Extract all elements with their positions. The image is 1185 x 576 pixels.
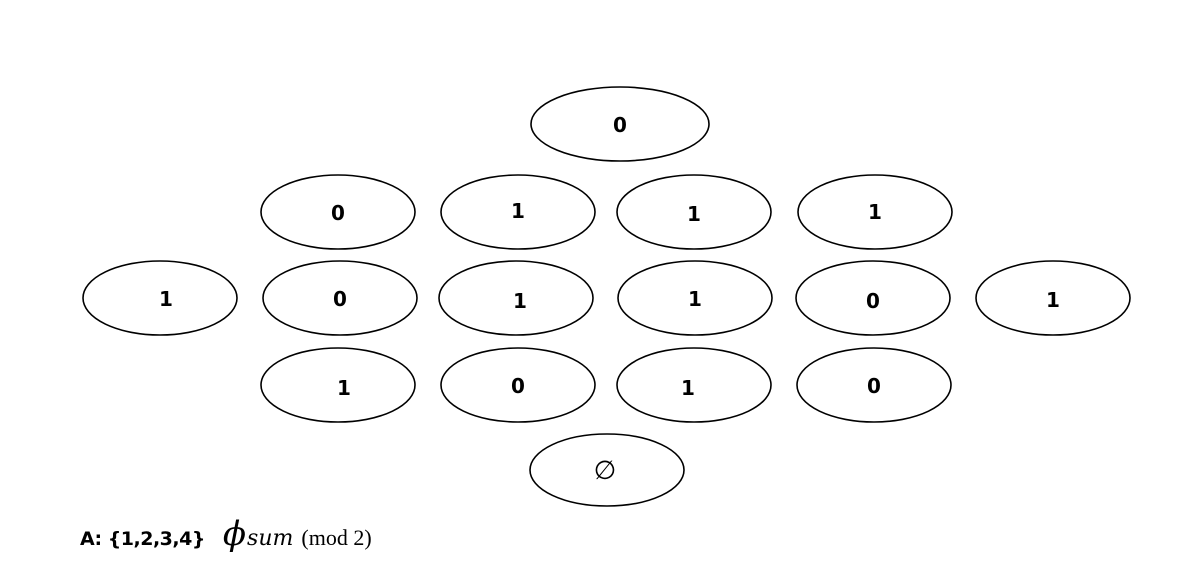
node-label: 0 (333, 287, 347, 311)
node-ellipse (260, 347, 416, 423)
lattice-node: 1 (82, 260, 238, 336)
node-label: 1 (513, 289, 527, 313)
lattice-node: ∅ (529, 433, 685, 507)
node-ellipse (262, 260, 418, 336)
lattice-node: 0 (530, 86, 710, 162)
lattice-node: 1 (438, 260, 594, 336)
node-label: ∅ (594, 456, 617, 486)
node-ellipse (440, 174, 596, 250)
node-ellipse (975, 260, 1131, 336)
node-label: 0 (511, 374, 525, 398)
lattice-node: 0 (796, 347, 952, 423)
caption-mod-label: (mod 2) (301, 525, 372, 550)
node-label: 1 (681, 376, 695, 400)
caption-phi-subscript: sum (247, 526, 294, 551)
node-label: 0 (867, 374, 881, 398)
lattice-node: 1 (975, 260, 1131, 336)
node-label: 1 (511, 199, 525, 223)
caption-set-label: A: {1,2,3,4} (80, 528, 205, 550)
node-ellipse (82, 260, 238, 336)
node-ellipse (438, 260, 594, 336)
node-ellipse (530, 86, 710, 162)
node-ellipse (440, 347, 596, 423)
node-ellipse (529, 433, 685, 507)
lattice-node: 0 (262, 260, 418, 336)
lattice-node: 1 (440, 174, 596, 250)
node-label: 0 (613, 113, 627, 137)
caption-phi-symbol: ϕ (222, 514, 247, 554)
lattice-node: 1 (616, 174, 772, 250)
lattice-node: 1 (616, 347, 772, 423)
node-label: 1 (687, 202, 701, 226)
node-ellipse (616, 174, 772, 250)
lattice-node: 1 (260, 347, 416, 423)
node-ellipse (617, 260, 773, 336)
caption: A: {1,2,3,4} ϕ sum (mod 2) (80, 514, 372, 558)
node-label: 1 (337, 376, 351, 400)
lattice-node: 0 (795, 260, 951, 336)
node-label: 1 (868, 200, 882, 224)
node-label: 1 (688, 287, 702, 311)
node-label: 0 (331, 201, 345, 225)
lattice-node: 0 (440, 347, 596, 423)
node-ellipse (616, 347, 772, 423)
node-ellipse (795, 260, 951, 336)
lattice-node: 0 (260, 174, 416, 250)
node-ellipse (260, 174, 416, 250)
node-ellipse (797, 174, 953, 250)
node-label: 0 (866, 289, 880, 313)
lattice-node: 1 (617, 260, 773, 336)
node-ellipse (796, 347, 952, 423)
lattice-node: 1 (797, 174, 953, 250)
node-label: 1 (1046, 288, 1060, 312)
node-label: 1 (159, 287, 173, 311)
